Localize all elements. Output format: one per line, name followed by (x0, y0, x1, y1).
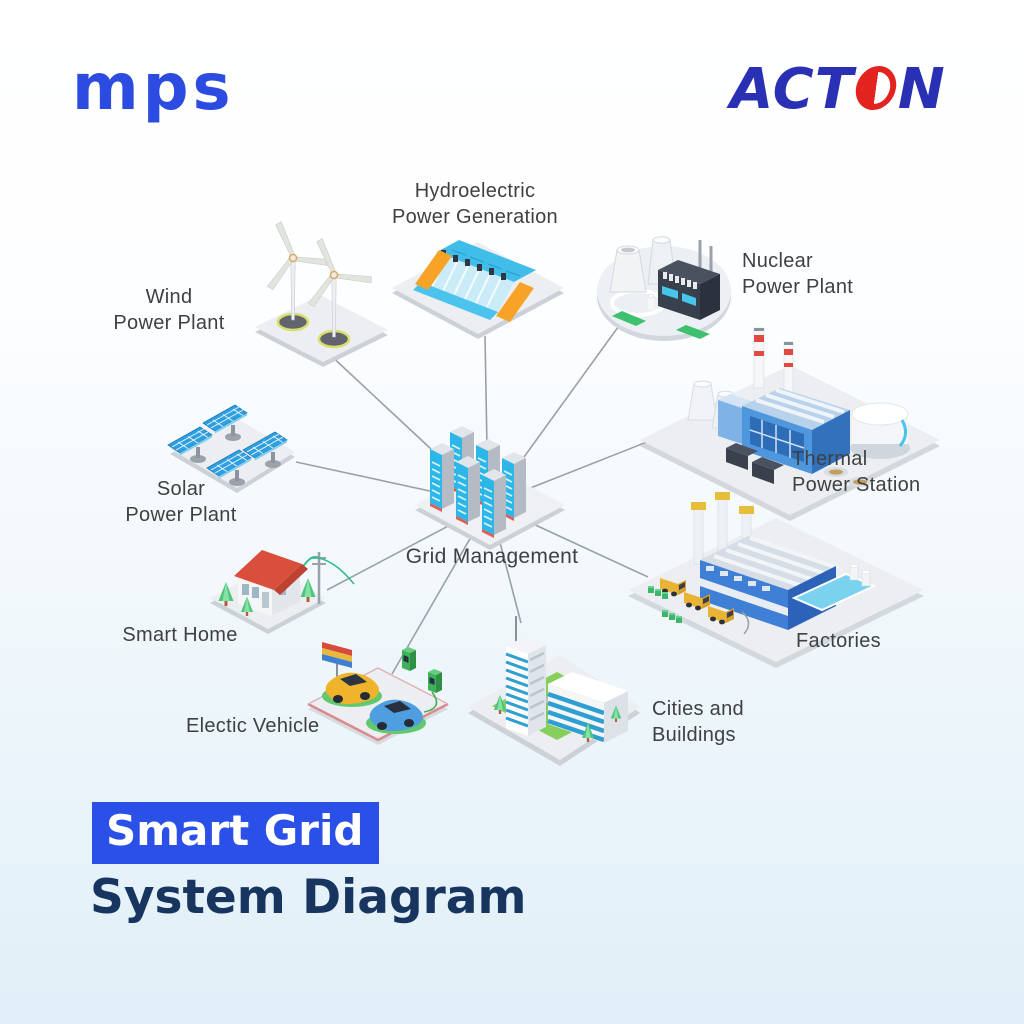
acton-text-act: ACT (730, 57, 854, 122)
yellow-car (322, 672, 382, 707)
smart-home-illustration (210, 550, 355, 634)
label-nuclear-line2: Power Plant (742, 276, 854, 298)
blue-car (366, 699, 426, 734)
acton-o-mark (852, 66, 900, 110)
ev-charging-illustration (307, 642, 449, 745)
label-hydroelectric-line2: Power Generation (391, 206, 558, 228)
label-thermal: Thermal Power Station (792, 446, 920, 498)
label-nuclear: Nuclear Power Plant (742, 248, 853, 300)
label-electric-vehicle: Electic Vehicle (186, 715, 320, 737)
label-solar-line2: Power Plant (125, 504, 237, 526)
label-wind-line2: Power Plant (113, 312, 225, 334)
factories-illustration (628, 492, 924, 668)
label-solar-line1: Solar (156, 478, 206, 500)
label-nuclear-line1: Nuclear (742, 250, 814, 272)
title-rest: System Diagram (90, 870, 527, 925)
label-factories: Factories (796, 630, 881, 652)
factory-trucks (660, 578, 734, 625)
label-wind-line1: Wind (145, 286, 193, 308)
wind-turbines-illustration (255, 219, 388, 367)
hydroelectric-dam-illustration (392, 240, 564, 339)
cities-buildings-illustration (468, 616, 640, 766)
thermal-station-illustration (640, 327, 940, 521)
nuclear-plant-illustration (597, 236, 731, 341)
label-cities-buildings: Cities and Buildings (652, 696, 744, 748)
label-hydroelectric: Hydroelectric Power Generation (355, 178, 595, 230)
mps-logo: mps (72, 51, 235, 125)
label-solar: Solar Power Plant (95, 476, 267, 528)
grid-management-illustration (415, 425, 565, 550)
label-thermal-line1: Thermal (792, 448, 868, 470)
label-hydroelectric-line1: Hydroelectric (414, 180, 536, 202)
label-thermal-line2: Power Station (792, 474, 921, 496)
label-cities-line1: Cities and (652, 698, 744, 720)
label-wind: Wind Power Plant (88, 284, 250, 336)
solar-panels-illustration (167, 404, 295, 493)
label-grid-management: Grid Management (405, 545, 579, 568)
label-cities-line2: Buildings (652, 724, 736, 746)
acton-text-n: N (897, 57, 946, 122)
label-smart-home: Smart Home (122, 624, 238, 646)
title-highlight: Smart Grid (92, 802, 380, 865)
